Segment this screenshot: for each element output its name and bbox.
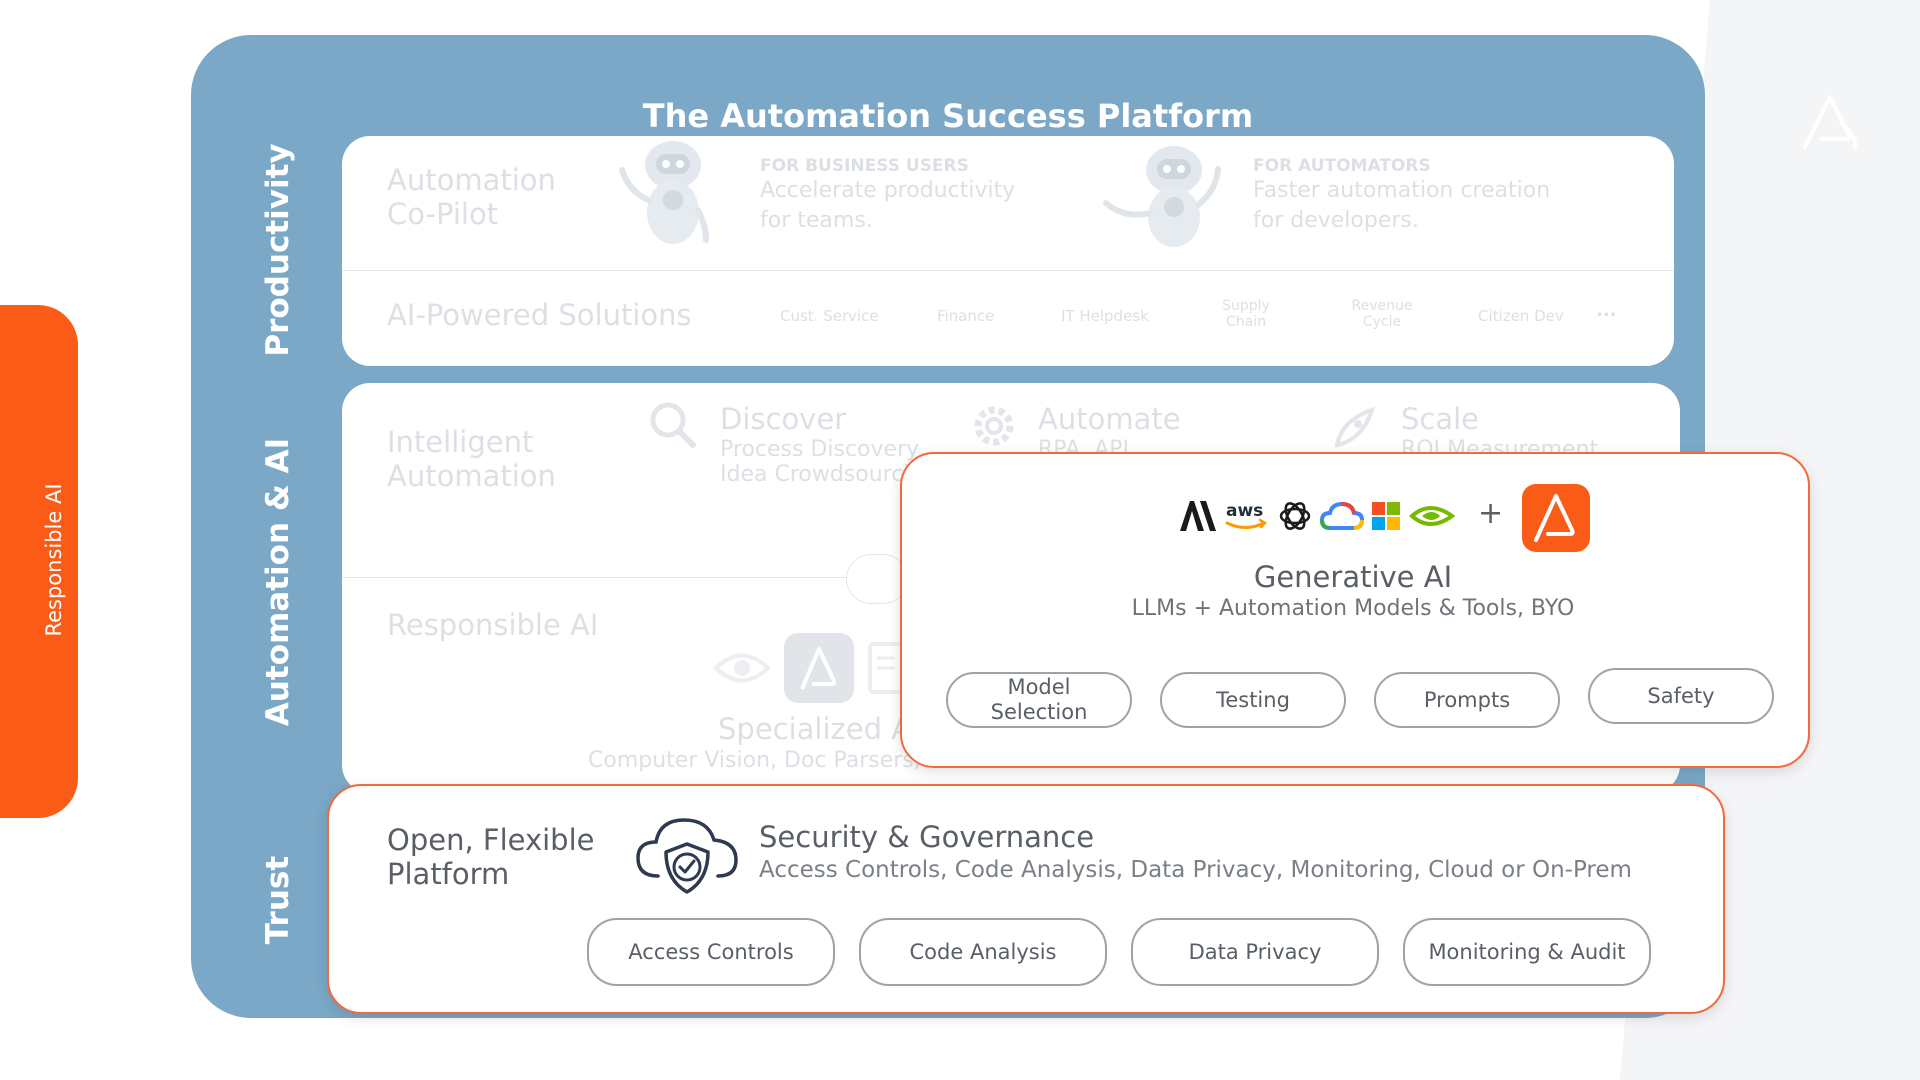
solution-supply-chain[interactable]: Supply Chain xyxy=(1222,298,1270,330)
business-line1: Accelerate productivity xyxy=(760,178,1016,203)
security-title: Security & Governance xyxy=(759,820,1095,854)
solutions-title: AI-Powered Solutions xyxy=(387,298,692,332)
nvidia-icon xyxy=(1408,506,1456,526)
trust-title-line2: Platform xyxy=(387,857,510,891)
platform-title: The Automation Success Platform xyxy=(642,97,1254,135)
plus-sign: + xyxy=(1478,496,1504,531)
business-tag: FOR BUSINESS USERS xyxy=(760,156,969,176)
copilot-title-line2: Co-Pilot xyxy=(387,197,499,231)
responsible-title: Responsible AI xyxy=(387,608,599,642)
specialized-title: Specialized AI xyxy=(718,712,920,746)
section-label-automation-ai: Automation & AI xyxy=(260,437,296,727)
data-privacy-button[interactable]: Data Privacy xyxy=(1131,918,1379,986)
safety-button[interactable]: Safety xyxy=(1588,668,1774,724)
section-label-productivity: Productivity xyxy=(260,143,296,357)
intelligent-title-line2: Automation xyxy=(387,459,556,493)
vendor-logos: aws xyxy=(1178,496,1456,536)
connector-pill xyxy=(846,554,908,604)
solution-it-helpdesk[interactable]: IT Helpdesk xyxy=(1061,307,1149,325)
automators-tag: FOR AUTOMATORS xyxy=(1253,156,1431,176)
solution-finance[interactable]: Finance xyxy=(937,307,995,325)
business-line2: for teams. xyxy=(760,208,873,233)
solution-cust-service[interactable]: Cust. Service xyxy=(780,307,879,325)
intelligent-title: Intelligent Automation xyxy=(387,425,556,493)
security-subtitle: Access Controls, Code Analysis, Data Pri… xyxy=(759,857,1632,883)
eye-icon xyxy=(713,653,771,683)
robot-automators-icon xyxy=(1103,146,1221,247)
search-icon xyxy=(650,402,696,448)
intelligent-title-line1: Intelligent xyxy=(387,425,534,459)
productivity-panel xyxy=(342,136,1674,366)
responsible-ai-tab[interactable] xyxy=(0,305,78,818)
gears-icon xyxy=(974,406,1014,446)
automation-divider xyxy=(342,577,862,578)
copilot-title-line1: Automation xyxy=(387,163,556,197)
automators-line1: Faster automation creation xyxy=(1253,178,1551,203)
discover-title: Discover xyxy=(720,402,847,436)
copilot-title: Automation Co-Pilot xyxy=(387,163,556,231)
specialized-logo-icon xyxy=(784,633,854,703)
monitoring-audit-button[interactable]: Monitoring & Audit xyxy=(1403,918,1651,986)
section-label-trust: Trust xyxy=(260,855,296,945)
responsible-ai-tab-label: Responsible AI xyxy=(42,483,66,637)
robot-business-icon xyxy=(619,141,709,244)
rocket-icon xyxy=(1334,406,1376,448)
google-cloud-icon xyxy=(1320,501,1364,530)
generative-ai-subtitle: LLMs + Automation Models & Tools, BYO xyxy=(1131,596,1575,621)
solution-citizen-dev[interactable]: Citizen Dev xyxy=(1478,307,1564,325)
scale-title: Scale xyxy=(1401,402,1480,436)
access-controls-button[interactable]: Access Controls xyxy=(587,918,835,986)
discover-line1: Process Discovery xyxy=(720,437,920,462)
testing-button[interactable]: Testing xyxy=(1160,672,1346,728)
prompts-button[interactable]: Prompts xyxy=(1374,672,1560,728)
generative-ai-title: Generative AI xyxy=(1253,560,1453,594)
cloud-shield-icon xyxy=(636,818,738,894)
code-analysis-button[interactable]: Code Analysis xyxy=(859,918,1107,986)
trust-title-line1: Open, Flexible xyxy=(387,823,595,857)
automate-title: Automate xyxy=(1038,402,1181,436)
svg-text:aws: aws xyxy=(1226,501,1263,521)
aws-icon: aws xyxy=(1225,501,1268,529)
automators-line2: for developers. xyxy=(1253,208,1419,233)
microsoft-icon xyxy=(1372,502,1400,530)
openai-icon xyxy=(1279,502,1311,530)
trust-title: Open, Flexible Platform xyxy=(387,823,595,891)
solution-revenue-cycle[interactable]: Revenue Cycle xyxy=(1351,298,1413,330)
model-selection-button[interactable]: Model Selection xyxy=(946,672,1132,728)
solutions-more[interactable]: ... xyxy=(1596,300,1617,321)
automation-anywhere-icon xyxy=(1522,484,1590,552)
anthropic-icon xyxy=(1180,501,1216,531)
productivity-divider xyxy=(342,270,1674,271)
brand-logo-icon xyxy=(1803,95,1858,149)
